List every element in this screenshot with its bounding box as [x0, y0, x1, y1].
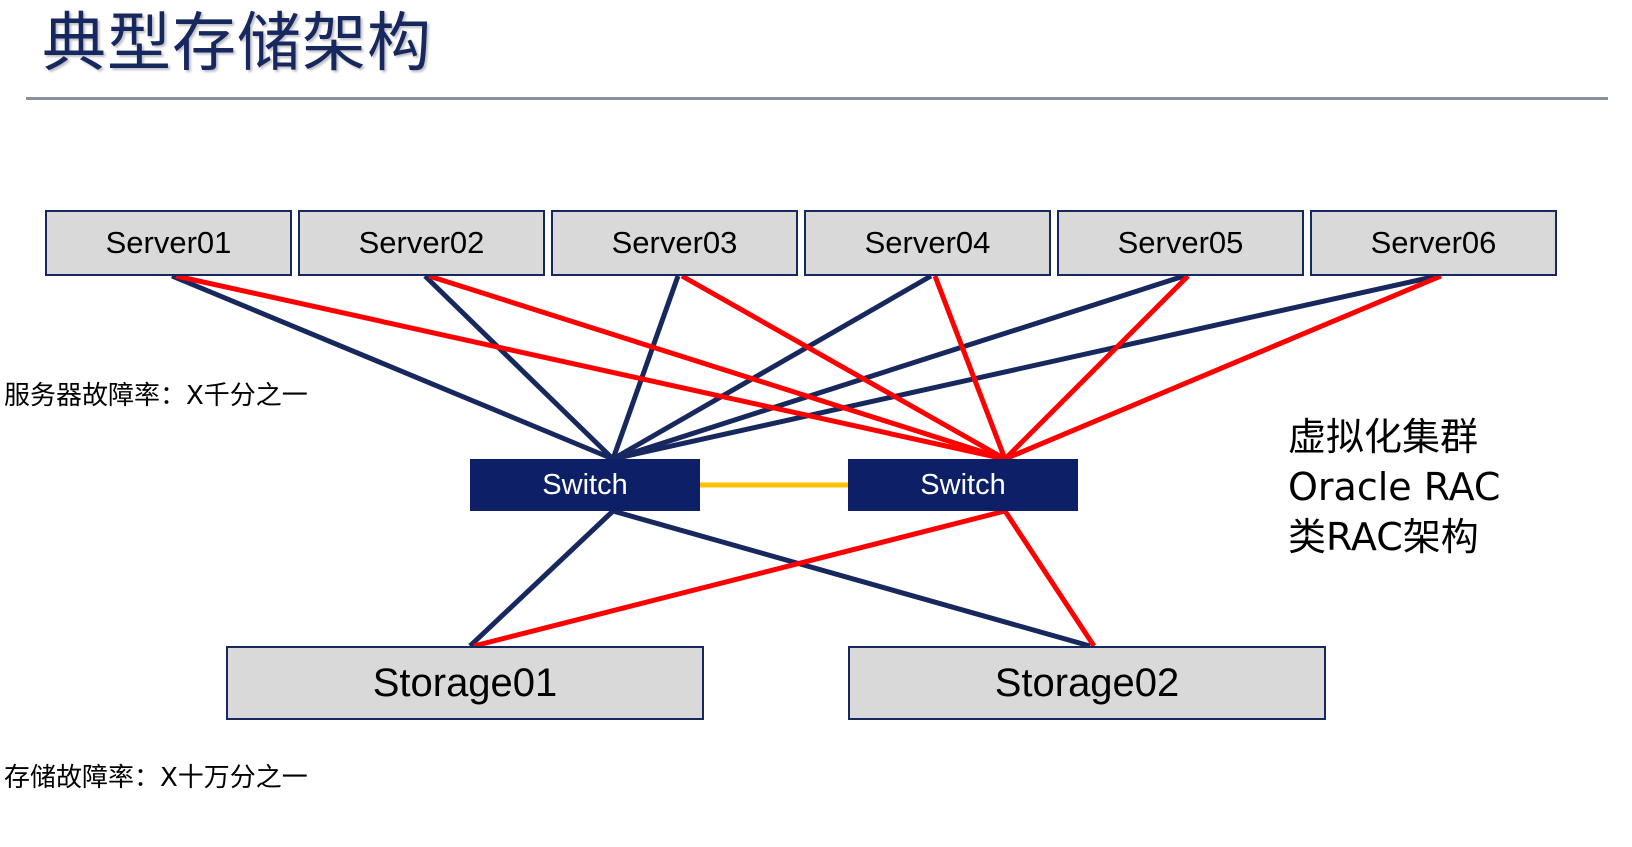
storage-node-1-label: Storage01	[372, 660, 558, 705]
server-node-6-label: Server06	[1370, 225, 1497, 260]
server-node-1[interactable]: Server01	[45, 210, 292, 276]
switch-node-1[interactable]: Switch	[470, 459, 700, 511]
server-node-3-label: Server03	[611, 225, 738, 260]
switch-node-1-label: Switch	[542, 468, 628, 501]
server-failure-rate-label: 服务器故障率：X千分之一	[4, 381, 308, 411]
server-node-4-label: Server04	[864, 225, 991, 260]
link-server-to-switch1	[423, 274, 615, 461]
switch-node-2[interactable]: Switch	[848, 459, 1078, 511]
server-node-2-label: Server02	[358, 225, 485, 260]
storage-node-2-label: Storage02	[994, 660, 1180, 705]
cluster-note-line-1: 虚拟化集群	[1288, 415, 1479, 459]
link-server-to-switch2	[428, 273, 1006, 462]
page-title: 典型存储架构	[42, 7, 432, 81]
link-server-to-switch1	[611, 273, 933, 462]
server-node-6[interactable]: Server06	[1310, 210, 1557, 276]
server-node-4[interactable]: Server04	[804, 210, 1051, 276]
server-node-1-label: Server01	[105, 225, 232, 260]
link-switch2-to-storage	[473, 508, 1006, 649]
link-switch1-to-storage	[468, 509, 615, 648]
link-server-to-switch2	[932, 275, 1008, 460]
link-switch2-to-storage	[1002, 509, 1097, 648]
link-server-to-switch1	[612, 273, 1438, 462]
server-node-2[interactable]: Server02	[298, 210, 545, 276]
server-node-3[interactable]: Server03	[551, 210, 798, 276]
link-server-to-switch2	[1004, 273, 1442, 462]
storage-failure-rate-label: 存储故障率：X十万分之一	[4, 763, 308, 793]
cluster-note: 虚拟化集群 Oracle RAC 类RAC架构	[1288, 412, 1500, 562]
link-server-to-switch2	[680, 273, 1007, 462]
link-switch1-to-storage	[612, 508, 1091, 649]
link-server-to-switch1	[171, 273, 614, 462]
switch-node-2-label: Switch	[920, 468, 1006, 501]
link-server-to-switch2	[175, 273, 1006, 462]
cluster-note-line-3: 类RAC架构	[1288, 515, 1479, 559]
storage-node-1[interactable]: Storage01	[226, 646, 704, 720]
server-node-5[interactable]: Server05	[1057, 210, 1304, 276]
link-server-to-switch1	[612, 273, 1185, 462]
link-server-to-switch1	[610, 275, 681, 460]
storage-node-2[interactable]: Storage02	[848, 646, 1326, 720]
server-node-5-label: Server05	[1117, 225, 1244, 260]
cluster-note-line-2: Oracle RAC	[1288, 465, 1501, 509]
link-server-to-switch2	[1003, 274, 1190, 461]
title-divider	[26, 97, 1608, 100]
